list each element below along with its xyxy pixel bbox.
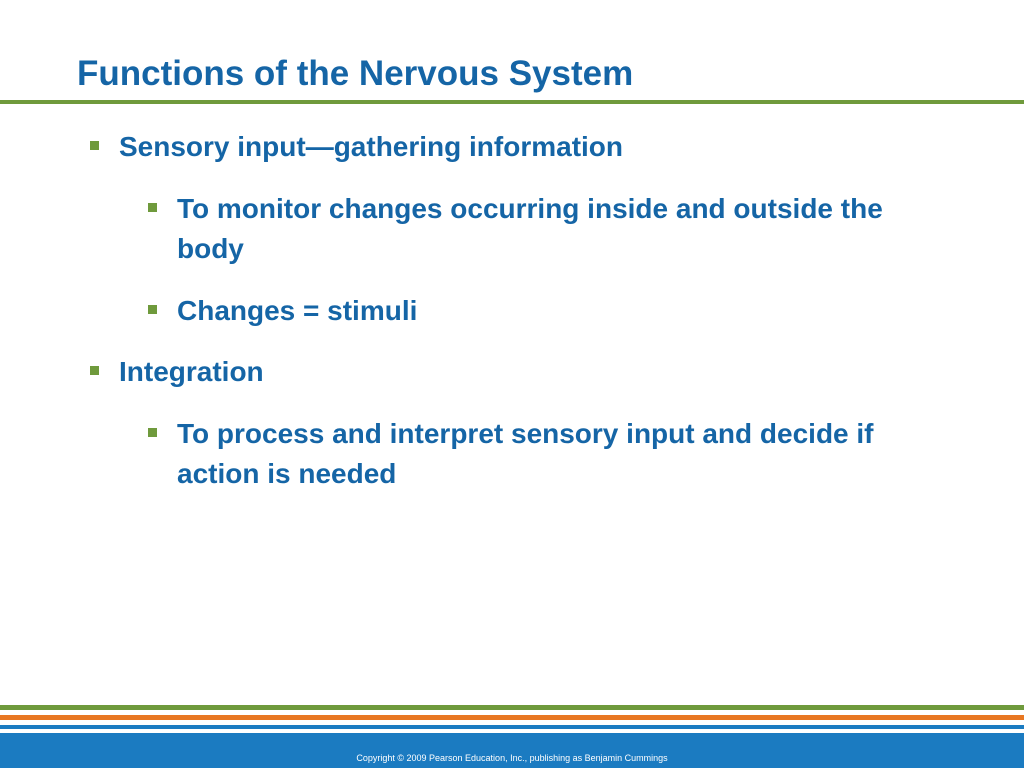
sub-bullet-monitor-changes: To monitor changes occurring inside and … [177, 193, 883, 264]
sub-bullet-process-interpret: To process and interpret sensory input a… [177, 418, 874, 489]
sub-bullet-stimuli: Changes = stimuli [177, 295, 418, 326]
square-bullet-icon [148, 305, 157, 314]
bullet-sensory-input: Sensory input—gathering information [119, 131, 624, 162]
square-bullet-icon [90, 366, 99, 375]
copyright-text: Copyright © 2009 Pearson Education, Inc.… [356, 753, 668, 763]
square-bullet-icon [148, 203, 157, 212]
bullet-list: Sensory input—gathering information To m… [90, 131, 883, 489]
bullet-integration: Integration [119, 356, 264, 387]
footer-rule-blue [0, 725, 1024, 729]
title-divider [0, 100, 1024, 104]
footer-decoration: Copyright © 2009 Pearson Education, Inc.… [0, 705, 1024, 768]
footer-bar [0, 733, 1024, 768]
square-bullet-icon [148, 428, 157, 437]
slide-title: Functions of the Nervous System [77, 54, 634, 93]
footer-rule-green [0, 705, 1024, 710]
square-bullet-icon [90, 141, 99, 150]
footer-rule-orange [0, 715, 1024, 720]
